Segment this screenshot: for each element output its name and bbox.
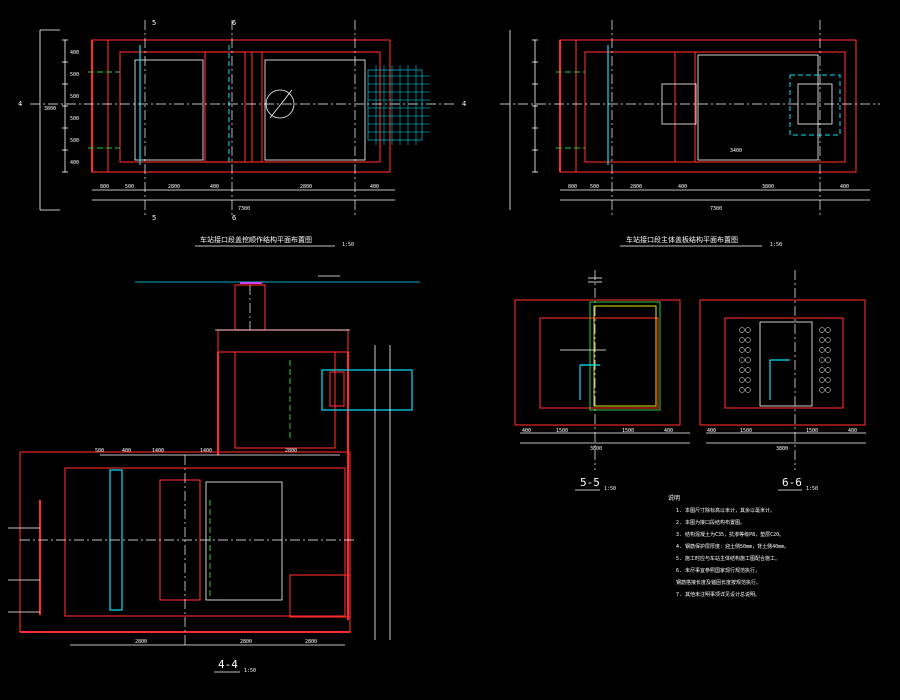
opening-circle	[265, 89, 295, 119]
note-line: 7. 其他未注明事项详见设计总说明。	[676, 591, 760, 598]
plan1-scale: 1:50	[342, 242, 354, 248]
left-dim: 500	[70, 138, 79, 144]
top-dim: 400	[122, 448, 131, 454]
section-mark-4-left: 4	[18, 100, 22, 108]
left-dim: 500	[70, 94, 79, 100]
section-mark-5-top: 5	[152, 19, 156, 27]
bottom-dim: 400	[522, 428, 531, 434]
plan2-title: 车站接口段主体盖板结构平面布置图	[626, 235, 738, 244]
bottom-dim: 500	[590, 184, 599, 190]
note-line: 钢筋搭接长度及锚固长度按规范执行。	[676, 579, 761, 586]
bottom-dim: 3800	[762, 184, 774, 190]
section-mark-4-right: 4	[462, 100, 466, 108]
top-dim: 2800	[285, 448, 297, 454]
bottom-dim: 400	[848, 428, 857, 434]
total-dim: 7300	[710, 206, 722, 212]
notes-block: 说明 1. 本图尺寸除标高以米计，其余以毫米计。 2. 本图为接口段结构布置图。…	[668, 494, 789, 598]
bottom-dim: 400	[840, 184, 849, 190]
top-dim: 1400	[152, 448, 164, 454]
section-mark-6-bottom: 6	[232, 214, 236, 222]
section-label-5-5: 5-5	[580, 476, 600, 489]
left-dim: 500	[70, 116, 79, 122]
section-label-4-4: 4-4	[218, 658, 238, 671]
note-line: 1. 本图尺寸除标高以米计，其余以毫米计。	[676, 507, 775, 514]
bottom-dim: 1500	[806, 428, 818, 434]
rebar-grid	[367, 65, 430, 145]
top-dim: 1400	[200, 448, 212, 454]
bottom-dim: 400	[678, 184, 687, 190]
section-label-6-6: 6-6	[782, 476, 802, 489]
note-line: 2. 本图为接口段结构布置图。	[676, 519, 745, 526]
plan-view-1: 5 6 4 5 6 4 400 500 500 500 500 400 3800…	[18, 19, 466, 248]
section-mark-6-top: 6	[232, 19, 236, 27]
section-5-5: 400 1500 1500 400 3800 5-5 1:50	[514, 270, 690, 492]
section-4-4: 500 400 1400 1400 2800 2800 2800 2800 4-…	[8, 275, 420, 674]
total-dim: 7300	[238, 206, 250, 212]
left-dim: 400	[70, 50, 79, 56]
bottom-dim: 2800	[630, 184, 642, 190]
top-dim: 500	[95, 448, 104, 454]
bottom-dim: 800	[568, 184, 577, 190]
bottom-dim: 800	[100, 184, 109, 190]
overall-left-dim: 3800	[44, 106, 56, 112]
total-dim: 3800	[776, 446, 788, 452]
plan-view-2: 800 500 2800 400 3800 400 3400 7300 车站接口…	[500, 20, 880, 248]
section-scale-4-4: 1:50	[244, 668, 256, 674]
bottom-dim: 1500	[622, 428, 634, 434]
rebar-dots-left	[739, 327, 751, 393]
note-line: 6. 未尽事宜参照国家现行规范执行，	[676, 567, 760, 574]
section-6-6: 400 1500 1500 400 3800 6-6 1:50	[699, 270, 866, 492]
bottom-dim: 400	[210, 184, 219, 190]
bottom-dim: 1500	[556, 428, 568, 434]
note-line: 4. 钢筋保护层厚度：迎土侧50mm，背土侧40mm。	[676, 543, 789, 550]
left-dim: 500	[70, 72, 79, 78]
bottom-dim: 2800	[240, 639, 252, 645]
bottom-dim: 2800	[300, 184, 312, 190]
bottom-dim: 400	[707, 428, 716, 434]
note-line: 5. 施工时应与车站主体结构施工图配合施工。	[676, 555, 780, 562]
section-scale-5-5: 1:50	[604, 486, 616, 492]
plan1-title: 车站接口段盖挖顺作结构平面布置图	[200, 235, 312, 244]
note-line: 3. 结构混凝土为C35，抗渗等级P8，垫层C20。	[676, 531, 784, 538]
inner-dim: 3400	[730, 148, 742, 154]
bottom-dim: 2800	[305, 639, 317, 645]
notes-heading: 说明	[668, 494, 680, 502]
total-dim: 3800	[590, 446, 602, 452]
bottom-dim: 400	[370, 184, 379, 190]
rebar-dots-right	[819, 327, 831, 393]
bottom-dim: 400	[664, 428, 673, 434]
left-dim: 400	[70, 160, 79, 166]
bottom-dim: 1500	[740, 428, 752, 434]
bottom-dim: 2800	[135, 639, 147, 645]
plan2-scale: 1:50	[770, 242, 782, 248]
bottom-dim: 2800	[168, 184, 180, 190]
bottom-dim: 500	[125, 184, 134, 190]
section-mark-5-bottom: 5	[152, 214, 156, 222]
section-scale-6-6: 1:50	[806, 486, 818, 492]
